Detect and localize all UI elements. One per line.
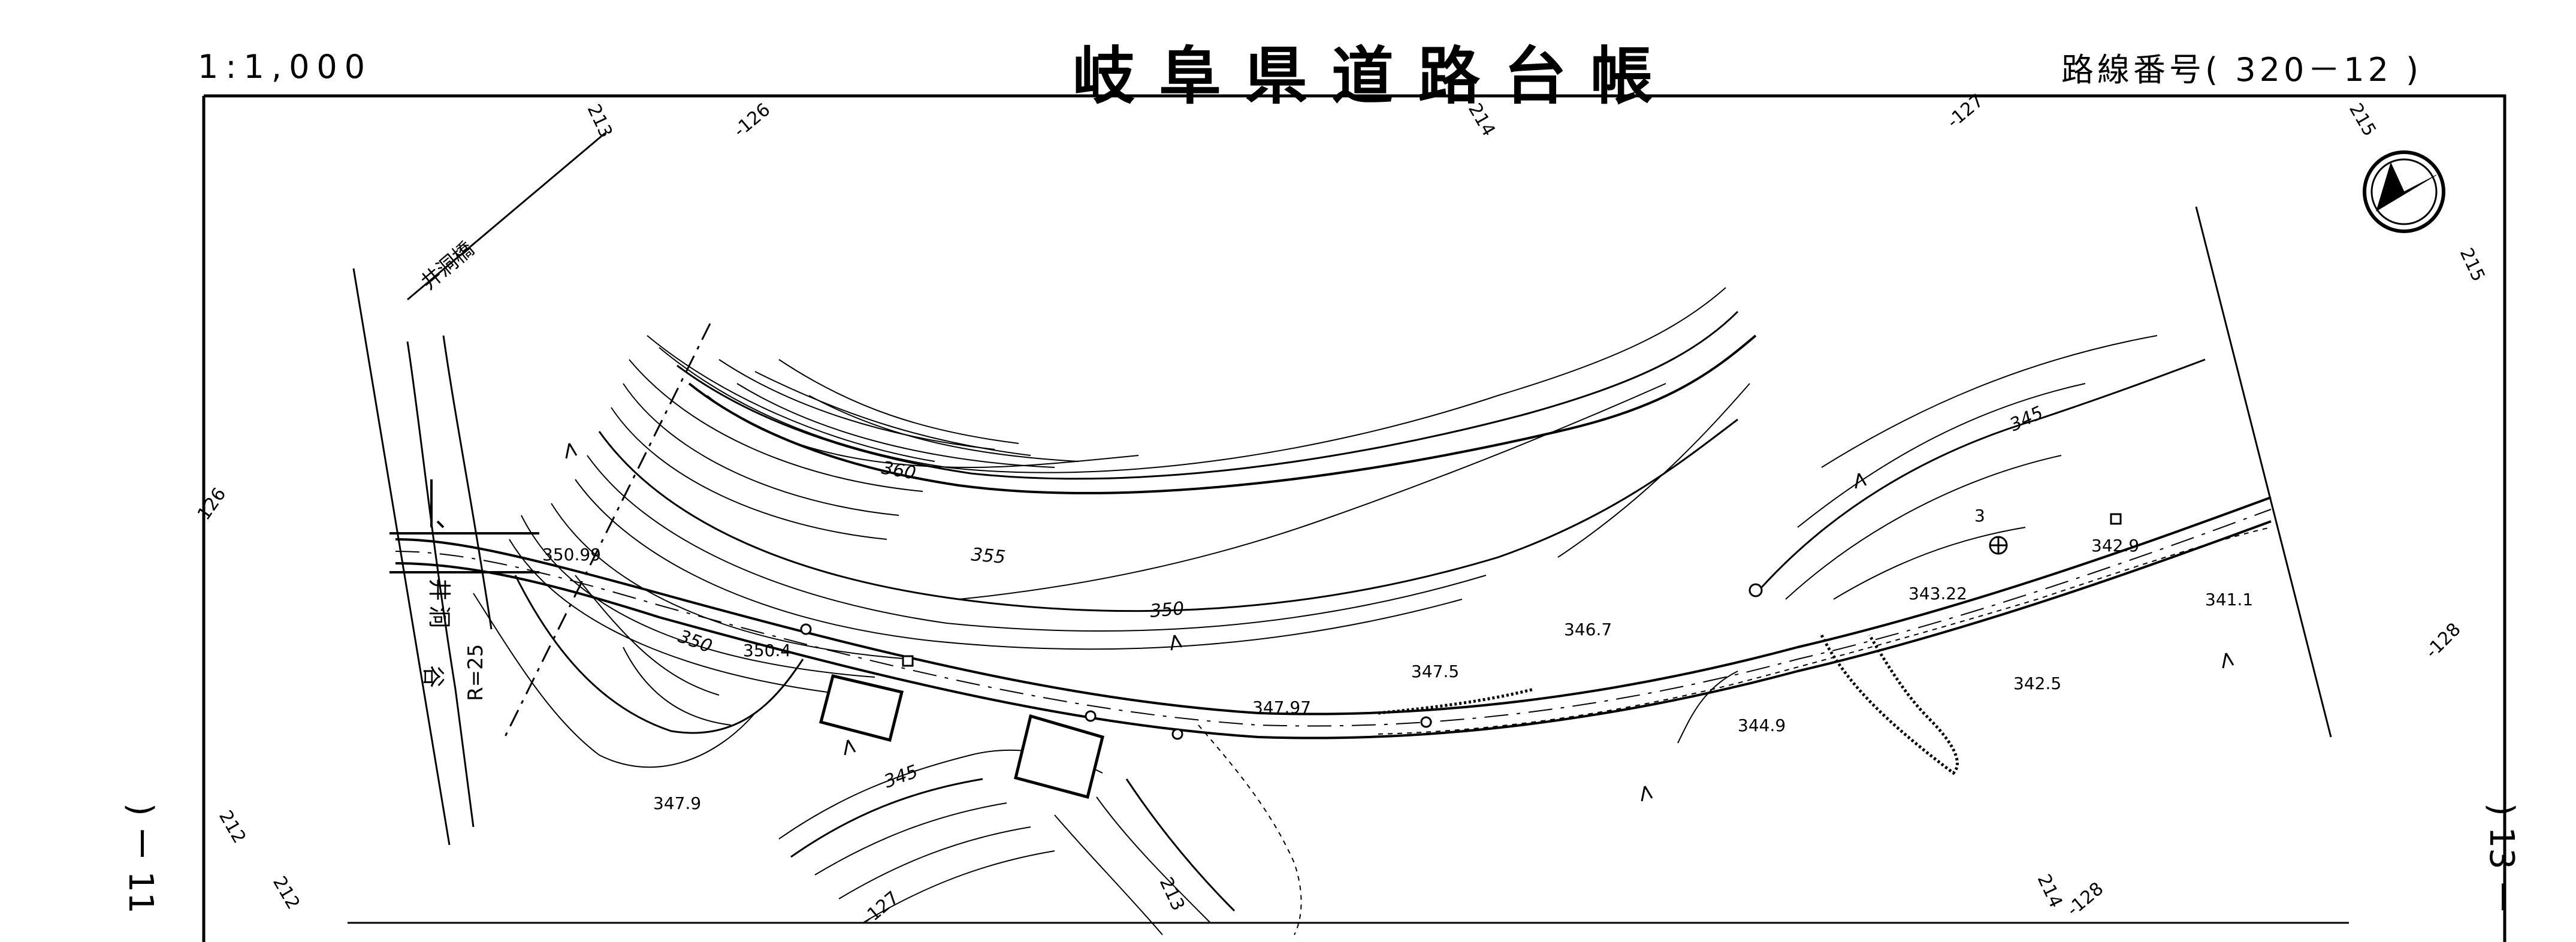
radius-label: R=25 [464, 644, 488, 701]
road [395, 496, 2272, 935]
contour-label-345-bottom: 345 [881, 761, 921, 792]
contours-lower-left [473, 575, 804, 768]
ref-214-top: 214 [1464, 100, 1499, 140]
marker-3-label: 3 [1974, 506, 1985, 526]
contour-label-350-top: 350 [1149, 598, 1185, 622]
page-title: 岐阜県道路台帳 [1073, 40, 1677, 113]
place-labels: 井洞橋 洞 井 谷 R=25 3 [416, 237, 1985, 701]
ref-213-bottom: 213 [1155, 874, 1189, 914]
ref-214-bottom: 214 [2033, 871, 2067, 911]
spot-height-350-4: 350.4 [743, 641, 791, 660]
ref-215-right: 215 [2456, 245, 2489, 285]
river-name-label-3: 谷 [420, 665, 446, 688]
sheet-references: 213 -126 214 -127 215 215 126 -128 212 2… [194, 90, 2489, 930]
contours-right [1677, 335, 2206, 744]
ref-212-bottom: 212 [268, 873, 304, 913]
vegetation-symbols [565, 443, 2234, 802]
embankment [1378, 634, 1959, 775]
river-name-label-2: 井 [426, 578, 452, 601]
spot-height-346-7: 346.7 [1564, 620, 1612, 639]
contour-label-355: 355 [970, 544, 1006, 568]
contours-lower [778, 750, 1236, 935]
contours-upper [509, 287, 1757, 696]
ref-126-top: -126 [730, 99, 775, 142]
spot-heights: 350.99 350.4 347.9 347.5 346.7 347.97 34… [542, 536, 2253, 813]
spot-height-350-99: 350.99 [542, 545, 601, 564]
ref-212-left: 212 [215, 807, 250, 847]
survey-boundaries [352, 132, 2332, 846]
spot-height-344-9: 344.9 [1738, 715, 1786, 735]
river-channel [406, 335, 493, 828]
ref-213-top: 213 [583, 101, 617, 141]
spot-height-347-9: 347.9 [653, 793, 701, 813]
bridge [389, 479, 539, 573]
spot-height-347-5: 347.5 [1411, 662, 1459, 681]
north-arrow-icon [2363, 150, 2445, 233]
route-number: 路線番号( 320－12 ) [2061, 51, 2423, 89]
buildings [819, 674, 1105, 799]
bridge-name-label: 井洞橋 [416, 237, 479, 295]
contour-label-345-right: 345 [2007, 402, 2047, 436]
survey-points [800, 513, 2122, 740]
ref-128-right: -128 [2421, 619, 2465, 663]
spot-height-341-1: 341.1 [2205, 590, 2253, 609]
map-frame [202, 94, 2506, 942]
ref-128-bottom: -128 [2063, 878, 2108, 921]
spot-height-342-5: 342.5 [2013, 674, 2061, 693]
ref-126-left: 126 [194, 484, 231, 524]
ref-215-top: 215 [2345, 100, 2380, 140]
river-name-label-1: 洞 [426, 605, 452, 628]
spot-height-342-9: 342.9 [2091, 536, 2139, 555]
map-scale: 1:1,000 [198, 48, 373, 86]
spot-height-347-97: 347.97 [1252, 698, 1311, 717]
spot-height-343-22: 343.22 [1908, 584, 1967, 603]
